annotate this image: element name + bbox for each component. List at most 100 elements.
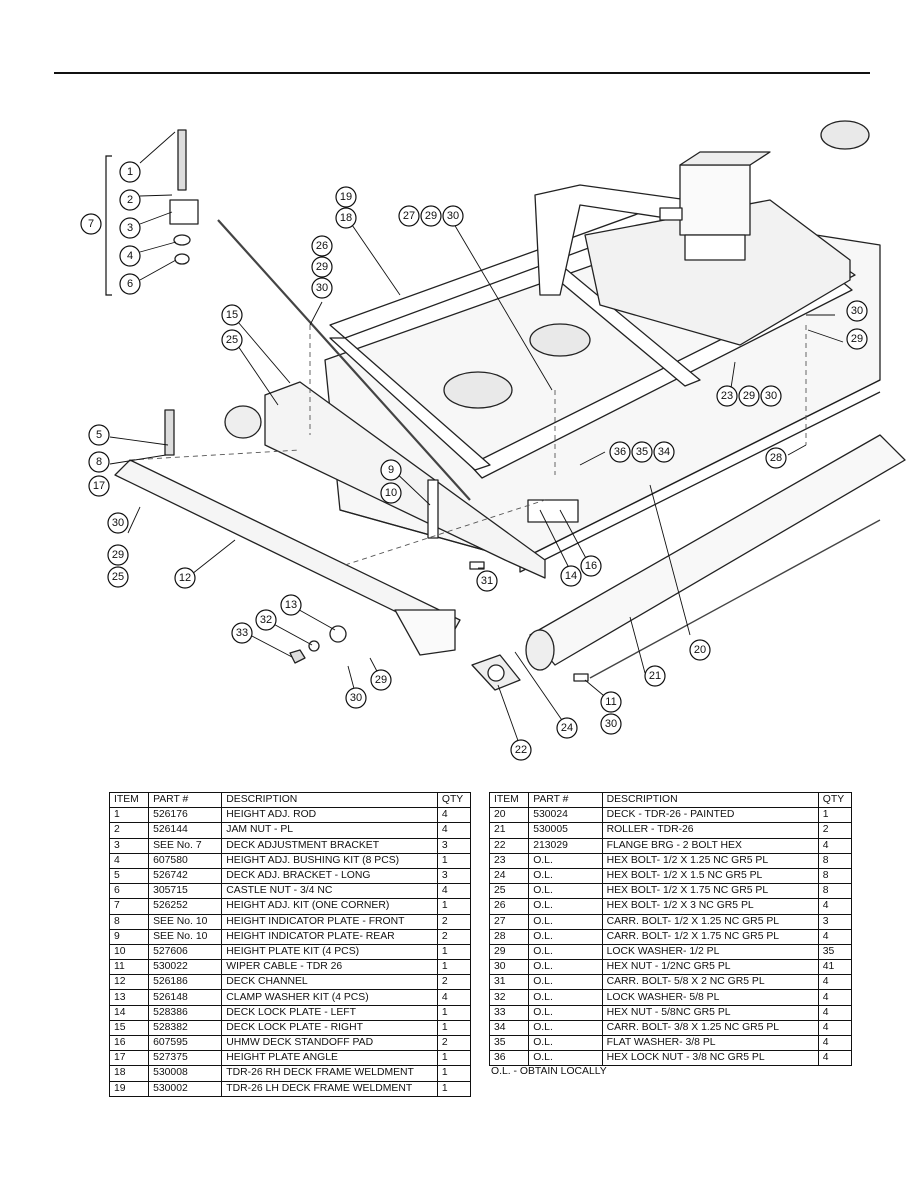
obtain-locally-note: O.L. - OBTAIN LOCALLY [491,1066,607,1077]
leader-28 [787,444,807,456]
cell-part: 607595 [148,1034,223,1052]
cell-part: 530005 [528,822,603,839]
cell-part: 213029 [528,837,603,854]
leader-14 [539,509,572,573]
callout-12: 12 [174,567,196,589]
cell-qty: 35 [817,943,853,961]
leader-30d [127,506,141,534]
cell-qty: 2 [436,913,472,930]
leader-24 [514,651,567,727]
callout-29c: 29 [846,328,868,350]
dash-line-2 [344,499,546,566]
cell-item: 18 [108,1065,150,1082]
callout-36: 36 [609,441,631,463]
cable-end-11 [573,673,589,682]
leader-5 [109,436,169,446]
deck-channel [114,459,461,639]
cell-part: 607580 [148,852,223,869]
bushing [173,234,191,246]
gearbox-shaft [659,207,683,221]
cell-qty: 1 [436,1065,472,1082]
cell-item: 17 [108,1050,150,1067]
svg-text:14: 14 [565,570,577,582]
deck-hole-1 [443,371,513,409]
rear-bearing [224,405,262,439]
callout-35: 35 [631,441,653,463]
cell-part: 530022 [148,959,223,976]
cell-part: 527375 [148,1050,223,1067]
svg-text:3: 3 [127,222,133,234]
cell-part: 530024 [528,807,603,824]
callout-30f: 30 [345,687,367,709]
leader-20 [649,484,691,636]
callout-10: 10 [380,482,402,504]
cell-qty: 1 [436,959,472,976]
callout-24: 24 [556,717,578,739]
deck-frame-cross-left [329,337,491,471]
cell-qty: 2 [436,928,472,945]
callout-27: 27 [398,205,420,227]
cell-description: DECK LOCK PLATE - LEFT [221,1004,438,1021]
cell-description: UHMW DECK STANDOFF PAD [221,1034,438,1052]
height-adj-rod-front [164,409,175,456]
cell-part: 526148 [148,989,223,1006]
leader-22 [497,684,522,750]
cell-part: O.L. [528,867,603,885]
cell-part: O.L. [528,959,603,976]
cell-qty: 4 [817,898,853,915]
cell-description: HEX NUT - 1/2NC GR5 PL [601,959,819,976]
svg-text:29: 29 [743,390,755,402]
svg-text:7: 7 [88,218,94,230]
callout-8: 8 [88,451,110,473]
cell-part: 526742 [148,867,223,885]
svg-text:26: 26 [316,240,328,252]
cell-qty: 4 [817,989,853,1006]
cell-qty: 4 [436,883,472,900]
cell-description: HEX NUT - 5/8NC GR5 PL [601,1004,819,1021]
cell-qty: 4 [817,1034,853,1052]
height-adj-rod [177,129,187,191]
cell-item: 21 [488,822,530,839]
svg-text:24: 24 [561,722,573,734]
cell-item: 25 [488,883,530,900]
callout-15: 15 [221,304,243,326]
callout-7: 7 [80,213,102,235]
col-qty: QTY [436,791,472,809]
cell-part: O.L. [528,928,603,945]
svg-text:29: 29 [851,333,863,345]
callout-30e: 30 [107,512,129,534]
cell-part: 528382 [148,1019,223,1037]
cell-description: WIPER CABLE - TDR 26 [221,959,438,976]
cell-item: 6 [108,883,150,900]
cell-item: 9 [108,928,150,945]
leader-29a [807,329,844,343]
gearbox-plate [584,199,851,346]
hex-nut-33 [289,649,306,664]
cell-part: 527606 [148,943,223,961]
svg-text:33: 33 [236,627,248,639]
cell-item: 13 [108,989,150,1006]
cell-item: 11 [108,959,150,976]
callout-30b: 30 [311,277,333,299]
svg-text:29: 29 [316,261,328,273]
cell-part: 530002 [148,1080,223,1097]
callout-11: 11 [600,691,622,713]
cell-item: 12 [108,974,150,991]
col-description: DESCRIPTION [601,791,819,809]
cell-item: 10 [108,943,150,961]
cell-description: CARR. BOLT- 1/2 X 1.25 NC GR5 PL [601,913,819,930]
